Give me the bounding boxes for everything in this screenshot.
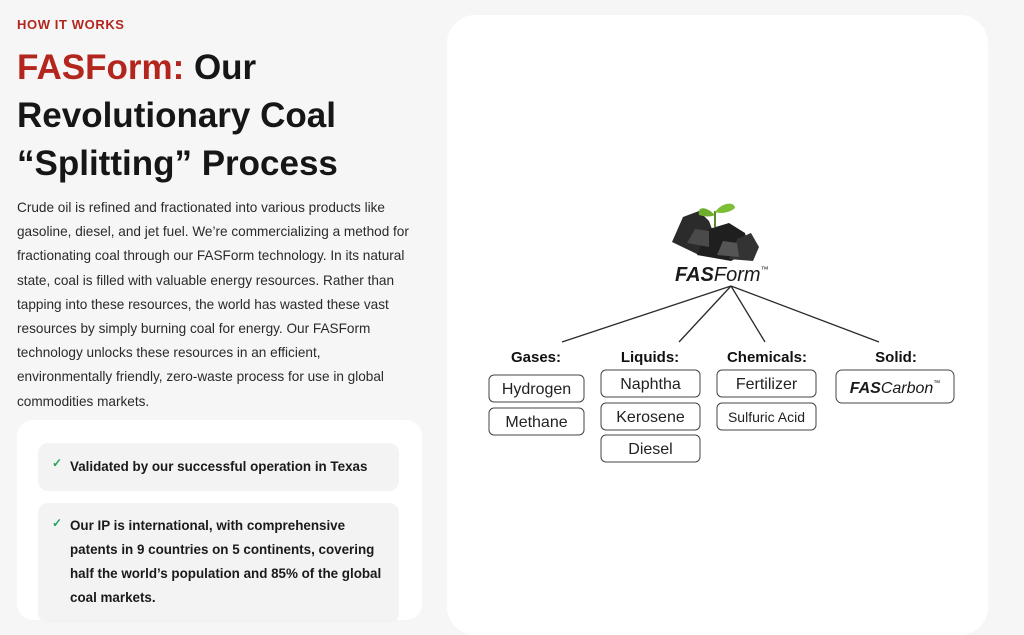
feature-item: ✓ Validated by our successful operation … [38, 443, 399, 491]
feature-text: Validated by our successful operation in… [70, 459, 368, 474]
product-fascarbon: FASCarbon™ [835, 369, 955, 404]
product-kerosene: Kerosene [600, 402, 701, 431]
coal-sprout-icon [672, 203, 759, 261]
product-methane: Methane [488, 407, 585, 436]
product-naphtha: Naphtha [600, 369, 701, 398]
logo-fas: FAS [675, 264, 715, 286]
section-eyebrow: HOW IT WORKS [17, 17, 125, 32]
svg-text:Kerosene: Kerosene [616, 409, 685, 426]
diagram-card: FASForm™ Gases: Liquids: Chemicals: Soli… [447, 15, 988, 635]
product-fertilizer: Fertilizer [716, 369, 817, 398]
svg-text:FASCarbon™: FASCarbon™ [850, 380, 941, 397]
svg-text:Methane: Methane [505, 414, 567, 431]
category-gases: Gases: [511, 349, 561, 366]
feature-item: ✓ Our IP is international, with comprehe… [38, 503, 399, 623]
features-panel: ✓ Validated by our successful operation … [17, 420, 422, 623]
title-accent: FASForm: [17, 48, 185, 87]
svg-text:Naphtha: Naphtha [620, 376, 681, 393]
product-diesel: Diesel [600, 434, 701, 463]
svg-text:Fertilizer: Fertilizer [736, 376, 798, 393]
logo-form: Form [714, 264, 761, 286]
svg-text:Sulfuric Acid: Sulfuric Acid [728, 409, 805, 425]
fasform-diagram: FASForm™ Gases: Liquids: Chemicals: Soli… [488, 203, 955, 463]
category-liquids: Liquids: [621, 349, 679, 366]
product-hydrogen: Hydrogen [488, 374, 585, 403]
page-title: FASForm: Our Revolutionary Coal “Splitti… [17, 44, 417, 188]
check-icon: ✓ [52, 516, 63, 530]
check-icon: ✓ [52, 456, 63, 470]
fasform-logo: FASForm™ [675, 264, 769, 286]
connector-lines [561, 285, 880, 343]
section-body: Crude oil is refined and fractionated in… [17, 200, 409, 409]
feature-text: Our IP is international, with comprehens… [70, 518, 382, 605]
svg-text:Diesel: Diesel [628, 441, 672, 458]
product-sulfuric-acid: Sulfuric Acid [716, 402, 817, 431]
title-rest: Our Revolutionary Coal “Splitting” Proce… [17, 48, 338, 183]
svg-text:Hydrogen: Hydrogen [502, 381, 571, 398]
category-chemicals: Chemicals: [727, 349, 807, 366]
category-solid: Solid: [875, 349, 917, 366]
logo-tm: ™ [761, 265, 769, 274]
